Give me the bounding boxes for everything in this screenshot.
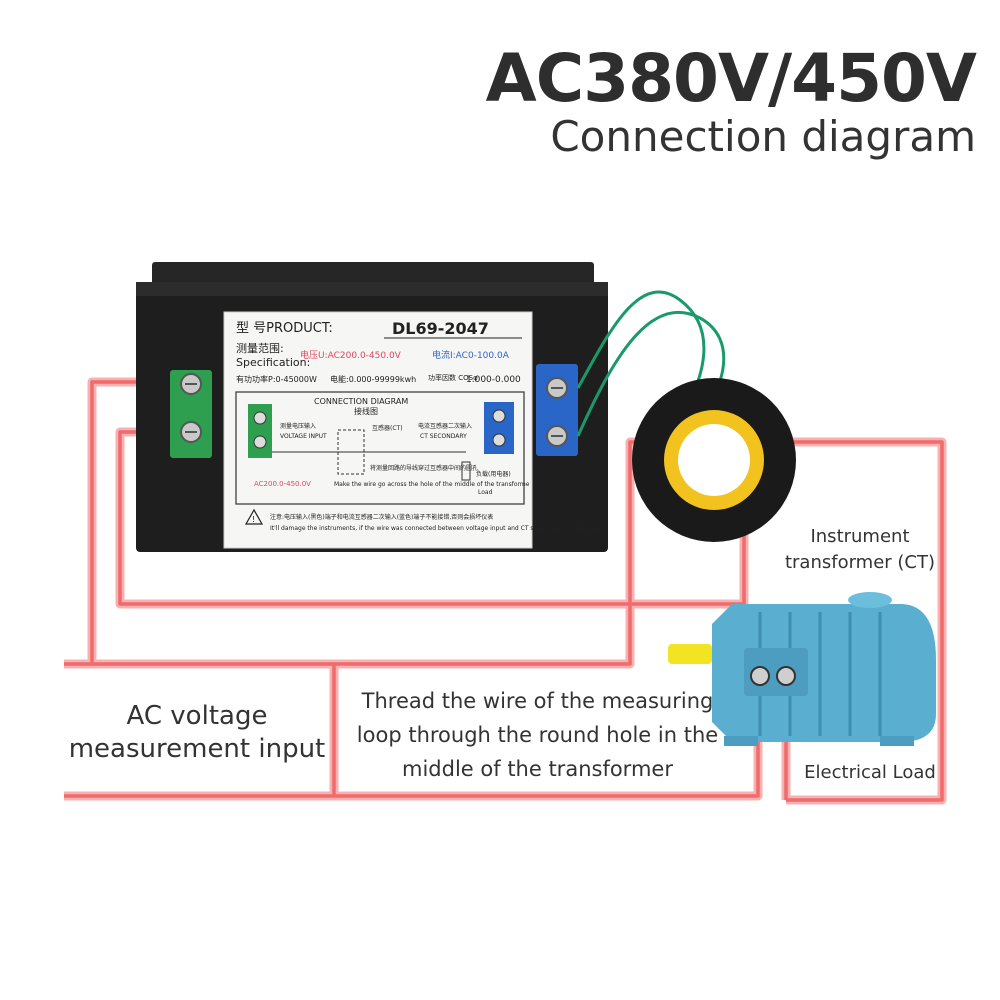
spec-cn: 测量范围: <box>236 341 284 355</box>
panel-meter: 型 号PRODUCT: DL69-2047 测量范围: Specificatio… <box>136 262 608 552</box>
spec-en: Specification: <box>236 356 310 369</box>
inner-title-cn: 接线图 <box>354 406 378 416</box>
inner-ct-label: 互感器(CT) <box>372 424 403 432</box>
pf-label: 功率因数 COSφ <box>428 373 478 382</box>
inner-voltage-input-en: VOLTAGE INPUT <box>280 433 327 440</box>
model-number: DL69-2047 <box>392 319 489 338</box>
meter-label-sticker <box>223 311 533 549</box>
current-transformer <box>632 378 796 542</box>
current-spec: 电流I:AC0-100.0A <box>432 349 510 361</box>
energy-spec: 电能:0.000-99999kwh <box>330 374 416 384</box>
inner-thread-en: Make the wire go across the hole of the … <box>334 481 530 488</box>
inner-title-en: CONNECTION DIAGRAM <box>314 397 408 406</box>
inner-load-cn: 负载(用电器) <box>476 470 511 478</box>
inner-voltage-input-cn: 测量电压输入 <box>280 422 316 430</box>
load-label: Electrical Load <box>804 762 936 783</box>
model-prefix: 型 号PRODUCT: <box>236 321 333 336</box>
power-spec: 有功功率P:0-45000W <box>236 374 317 384</box>
warning-cn: 注意:电压输入(黑色)端子和电流互感器二次输入(蓝色)端子不能接错,否则会损坏仪… <box>270 513 493 521</box>
inner-thread-cn: 将测量回路的导线穿过互感器中间的圆孔 <box>370 464 478 472</box>
pf-spec: 1.000-0.000 <box>466 375 521 385</box>
inner-ct-secondary-en: CT SECONDARY <box>420 433 467 440</box>
thread-instruction-label: Thread the wire of the measuring loop th… <box>356 689 719 781</box>
resistor-symbol-icon <box>461 461 471 481</box>
inner-load-en: Load <box>478 489 493 496</box>
warning-en-1: It'll damage the instruments, if the wir… <box>270 525 604 532</box>
voltage-spec: 电压U:AC200.0-450.0V <box>300 349 402 361</box>
ac-voltage-input-label: AC voltage measurement input <box>68 701 326 764</box>
ct-leads <box>576 290 726 437</box>
inner-diagram-box <box>235 391 525 505</box>
diagram-title: AC380V/450V <box>485 40 977 117</box>
svg-text:!: ! <box>252 515 255 524</box>
warning-triangle-icon <box>244 508 264 525</box>
inner-range-label: AC200.0-450.0V <box>254 480 311 488</box>
diagram-subtitle: Connection diagram <box>550 112 976 161</box>
ct-label: Instrument transformer (CT) <box>784 526 936 573</box>
electric-motor <box>668 592 936 746</box>
inner-ct-secondary-cn: 电流互感器二次输入 <box>418 422 472 430</box>
motor-shaft <box>668 644 712 664</box>
screw-terminal-icon <box>170 370 212 458</box>
ct-hole <box>678 424 750 496</box>
